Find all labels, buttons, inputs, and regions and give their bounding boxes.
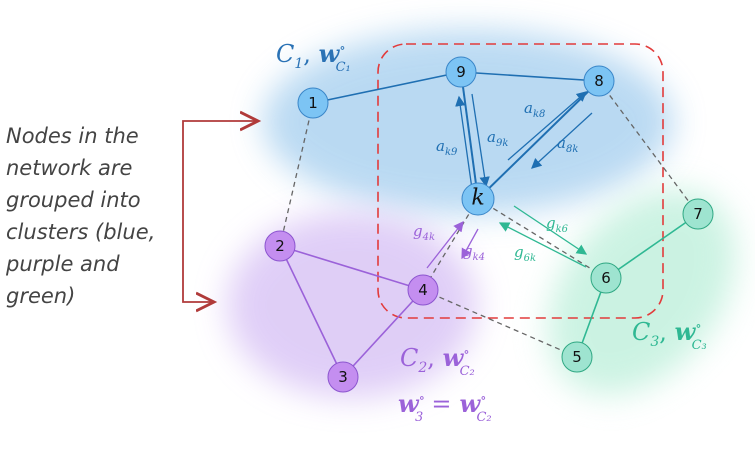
label-a9k: a9k [487, 128, 508, 149]
node-6: 6 [590, 262, 622, 294]
cluster-purple-equation: w∘3=w∘C₂ [398, 389, 492, 425]
arrow-gk6 [513, 205, 588, 255]
side-arrow-lower [182, 210, 214, 302]
arrow-g6k [498, 222, 587, 268]
edge-3-4 [342, 289, 424, 378]
edge-2-3 [279, 245, 344, 378]
node-1: 1 [297, 87, 329, 119]
arrow-ak9 [455, 95, 474, 197]
label-gk4: gk4 [463, 242, 485, 263]
description-line: purple and [6, 252, 120, 276]
node-2: 2 [264, 230, 296, 262]
neighborhood-box [377, 43, 664, 319]
side-arrow-upper [182, 121, 258, 210]
arrow-ak8 [507, 91, 587, 161]
svg-text:4: 4 [418, 281, 428, 299]
description-line: Nodes in the [6, 124, 139, 148]
svg-text:2: 2 [275, 237, 285, 255]
edge-9-8 [460, 71, 600, 82]
svg-text:3: 3 [338, 368, 348, 386]
edge-9-k [460, 71, 479, 200]
svg-text:8: 8 [594, 72, 604, 90]
label-a8k: a8k [557, 134, 578, 155]
edge-1-9 [312, 71, 462, 104]
edge-6-7 [605, 213, 699, 279]
svg-text:6: 6 [601, 269, 611, 287]
edge-4-5 [422, 289, 578, 358]
svg-text:1: 1 [308, 94, 318, 112]
description-text: Nodes in the network are grouped into cl… [6, 120, 166, 312]
edge-8-7 [598, 80, 699, 215]
svg-text:9: 9 [456, 63, 466, 81]
arrow-a9k [471, 93, 490, 188]
svg-text:7: 7 [693, 205, 703, 223]
label-g4k: g4k [413, 222, 435, 243]
node-9: 9 [445, 56, 477, 88]
arrow-g4k [426, 220, 464, 269]
node-8: 8 [583, 65, 615, 97]
description-line: clusters (blue, [6, 220, 156, 244]
node-4: 4 [407, 274, 439, 306]
arrow-gk4 [461, 228, 479, 260]
cluster-green-label: C3, w∘C₃ [632, 317, 707, 353]
description-line: grouped into [6, 188, 141, 212]
description-line: network are [6, 156, 133, 180]
cluster-purple-label: C2, w∘C₂ [400, 343, 475, 379]
svg-text:k: k [471, 186, 484, 211]
edge-1-2 [279, 102, 314, 247]
cluster-green-region [548, 189, 736, 395]
label-ak8: ak8 [524, 99, 545, 120]
cluster-blue-label: C1, w∘C₁ [276, 39, 351, 75]
label-gk6: gk6 [546, 214, 569, 235]
node-k: k [461, 182, 495, 216]
cluster-purple-region [227, 212, 477, 398]
node-7: 7 [682, 198, 714, 230]
label-ak9: ak9 [436, 137, 458, 158]
arrow-a8k [531, 112, 593, 169]
node-5: 5 [561, 341, 593, 373]
edge-2-4 [279, 245, 424, 291]
description-line: green) [6, 284, 76, 308]
node-3: 3 [327, 361, 359, 393]
svg-text:5: 5 [572, 348, 582, 366]
edge-k-6 [477, 198, 607, 279]
label-g6k: g6k [514, 243, 536, 264]
